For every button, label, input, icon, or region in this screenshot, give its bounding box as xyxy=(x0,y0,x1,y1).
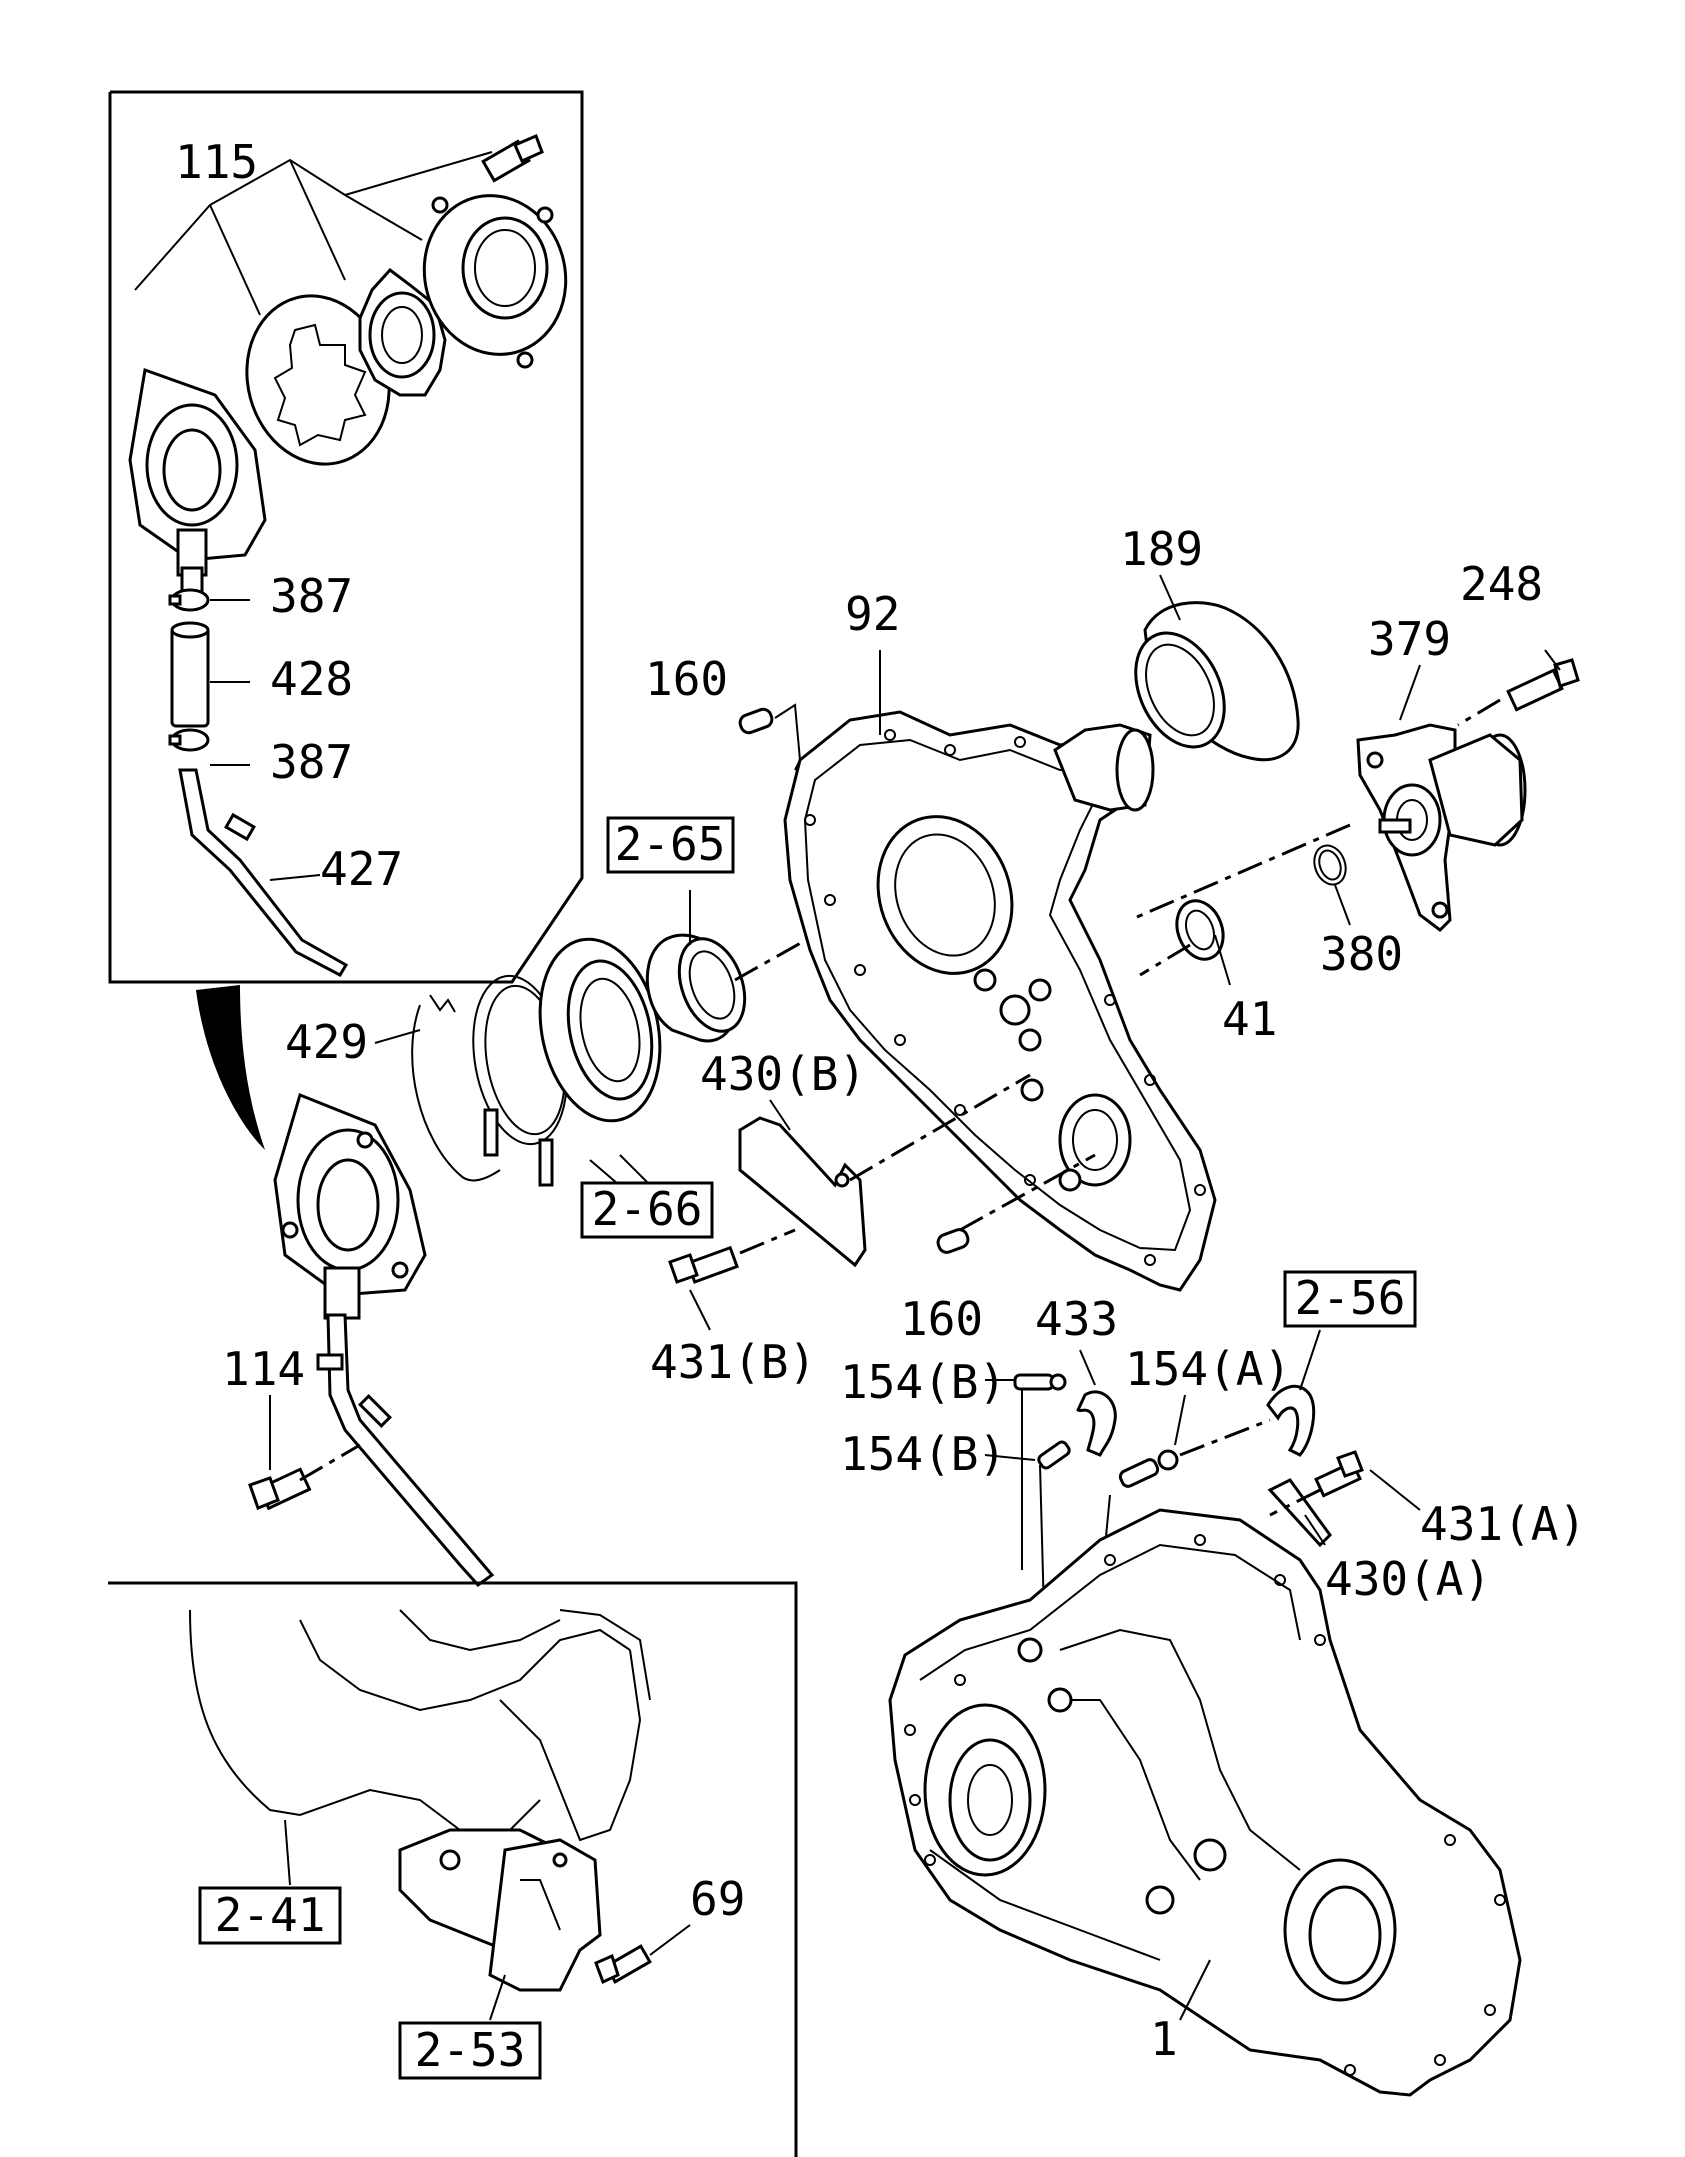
label-429: 429 xyxy=(285,1015,368,1069)
label-114: 114 xyxy=(222,1342,305,1396)
fitting-154b-top xyxy=(1013,1373,1067,1391)
label-189: 189 xyxy=(1120,522,1203,576)
bearing-189 xyxy=(1134,601,1300,762)
bearing-2-65 xyxy=(645,933,747,1043)
label-154b-top: 154(B) xyxy=(840,1355,1006,1409)
ref-box-2-56[interactable]: 2-56 xyxy=(1283,1270,1417,1328)
ref-box-2-65[interactable]: 2-65 xyxy=(606,816,735,874)
label-160-top: 160 xyxy=(645,652,728,706)
label-430b: 430(B) xyxy=(700,1047,866,1101)
label-428: 428 xyxy=(270,652,353,706)
spring-429 xyxy=(411,994,501,1182)
ref-box-2-66[interactable]: 2-66 xyxy=(580,1181,714,1239)
case-half-92 xyxy=(783,710,1217,1292)
label-115: 115 xyxy=(175,135,258,189)
label-160-bottom: 160 xyxy=(900,1292,983,1346)
hose-2-56 xyxy=(1266,1384,1316,1457)
fitting-154a xyxy=(1118,1449,1179,1488)
inset-clamp-top xyxy=(168,588,210,612)
ref-box-2-53[interactable]: 2-53 xyxy=(398,2021,542,2080)
inset-pointer-arrow xyxy=(196,985,265,1150)
bearing-2-66 xyxy=(538,937,662,1123)
o-ring-380 xyxy=(1313,844,1347,886)
ref-2-41-text: 2-41 xyxy=(215,1888,326,1942)
clutch-assembly xyxy=(273,1092,495,1587)
bolt-69 xyxy=(594,1944,652,1985)
label-387-top: 387 xyxy=(270,569,353,623)
bolt-431a xyxy=(1314,1450,1364,1498)
ref-2-66-text: 2-66 xyxy=(592,1182,703,1236)
transfer-case-1 xyxy=(888,1508,1522,2097)
hose-433 xyxy=(1076,1390,1117,1457)
inset-clutch-housing xyxy=(128,367,267,595)
inset-pipe xyxy=(178,768,349,977)
label-430a: 430(A) xyxy=(1325,1552,1491,1606)
ref-2-56-text: 2-56 xyxy=(1295,1271,1406,1325)
label-387-bottom: 387 xyxy=(270,735,353,789)
label-433: 433 xyxy=(1035,1292,1118,1346)
label-427: 427 xyxy=(320,842,403,896)
lower-inset-panel xyxy=(108,1581,798,2157)
fitting-154b-bottom xyxy=(1037,1440,1071,1470)
label-431b: 431(B) xyxy=(650,1335,816,1389)
inset-panel xyxy=(108,90,584,984)
label-69: 69 xyxy=(690,1872,745,1926)
inset-clamp-bottom xyxy=(168,728,210,752)
part-labels: 115 387 428 387 427 429 92 160 189 248 3… xyxy=(175,135,1586,2066)
label-41: 41 xyxy=(1222,992,1277,1046)
label-154b-bottom: 154(B) xyxy=(840,1427,1006,1481)
inset-cover xyxy=(422,194,568,369)
dowel-pin-160-top xyxy=(738,707,774,735)
ref-2-53-text: 2-53 xyxy=(415,2023,526,2077)
bolt-248 xyxy=(1506,658,1580,712)
ref-box-2-41[interactable]: 2-41 xyxy=(198,1886,342,1945)
label-379: 379 xyxy=(1368,612,1451,666)
label-431a: 431(A) xyxy=(1420,1497,1586,1551)
label-92: 92 xyxy=(845,587,900,641)
inset-gear-ring xyxy=(358,267,447,397)
inset-bolt xyxy=(481,134,544,183)
dowel-pin-160-bottom xyxy=(936,1228,970,1254)
label-1: 1 xyxy=(1150,2012,1178,2066)
ref-2-65-text: 2-65 xyxy=(615,817,726,871)
flange-379 xyxy=(1356,723,1527,932)
label-154a: 154(A) xyxy=(1125,1342,1291,1396)
label-248: 248 xyxy=(1460,557,1543,611)
bolt-431b xyxy=(668,1245,739,1284)
label-380: 380 xyxy=(1320,927,1403,981)
bolt-114 xyxy=(248,1467,312,1511)
inset-hose xyxy=(170,621,210,728)
bracket-430b xyxy=(738,1116,867,1268)
